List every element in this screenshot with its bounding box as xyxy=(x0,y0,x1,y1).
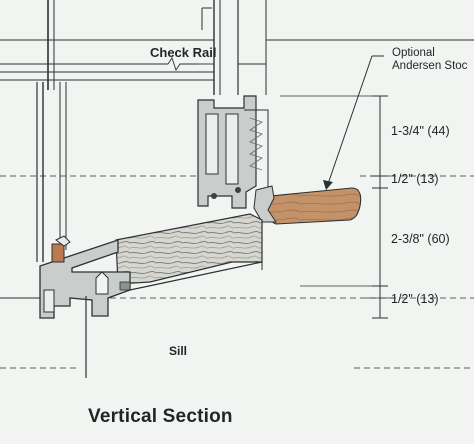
sill-wood-core xyxy=(115,213,263,285)
callout-line-2: Andersen Stoc xyxy=(392,60,468,72)
dimension-label-3: 2-3/8" (60) xyxy=(391,232,450,246)
reference-lines xyxy=(0,39,474,299)
optional-stool xyxy=(253,185,362,225)
check-rail-label: Check Rail xyxy=(150,45,217,60)
dimension-ladder xyxy=(280,95,394,319)
dimension-label-2: 1/2" (13) xyxy=(391,172,439,186)
sash-frame-lines xyxy=(47,0,267,95)
dimension-label-4: 1/2" (13) xyxy=(391,292,439,306)
dimension-label-1: 1-3/4" (44) xyxy=(391,124,450,138)
sill-label: Sill xyxy=(169,344,188,358)
diagram-title: Vertical Section xyxy=(88,406,233,427)
shim-block xyxy=(51,235,71,263)
dashed-extension-lines xyxy=(0,175,474,369)
callout-leader xyxy=(323,55,384,190)
lower-jamb-lines xyxy=(36,82,67,262)
sash-stop-profile xyxy=(197,95,269,209)
callout-line-1: Optional xyxy=(392,47,435,59)
